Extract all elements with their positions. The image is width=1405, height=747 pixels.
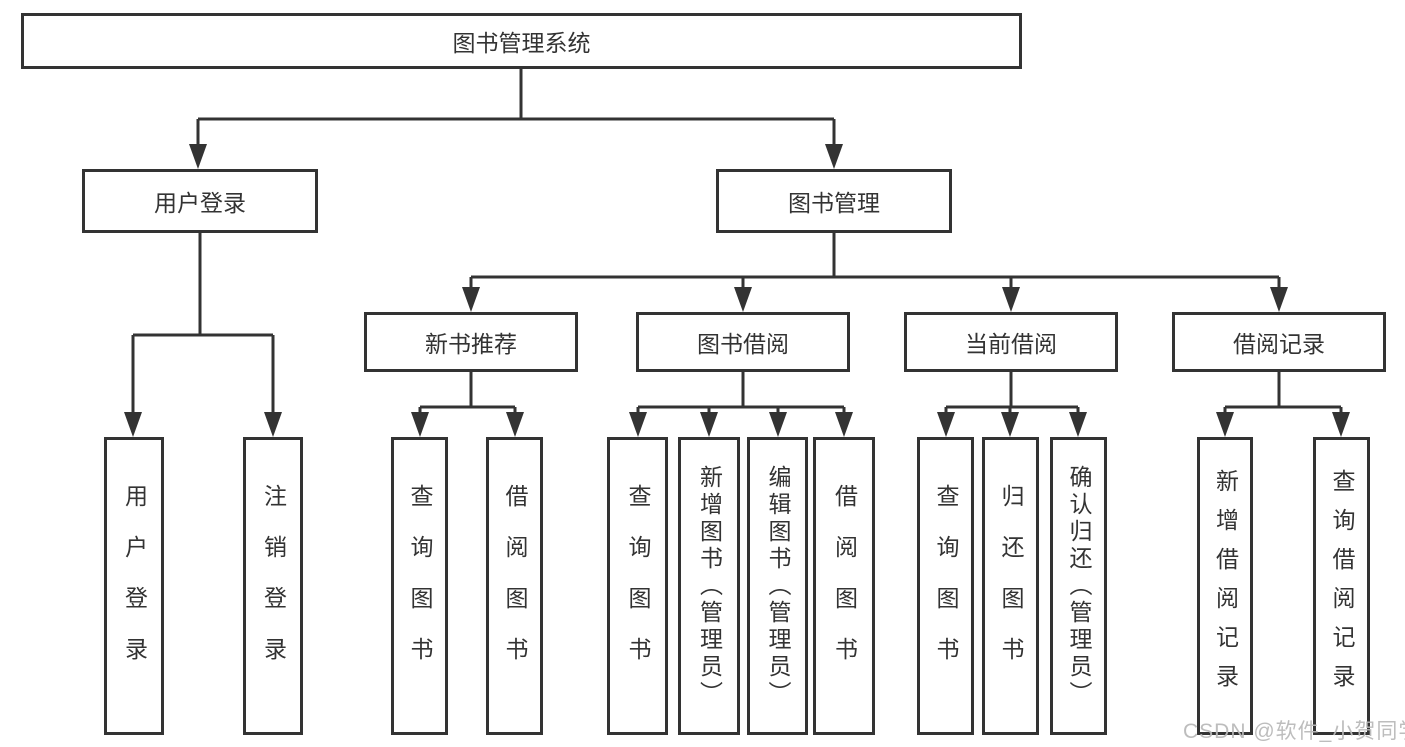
node-label: 图书管理系统: [452, 30, 591, 56]
node-label: 归还图书: [998, 484, 1024, 688]
arrowhead-icon: [1270, 287, 1288, 312]
arrowhead-icon: [1001, 412, 1019, 437]
leaf-return-books: 归还图书: [982, 437, 1039, 735]
connector-root-to-level2: [196, 69, 836, 146]
leaf-query-borrow-record: 查询借阅记录: [1313, 437, 1370, 735]
node-label: 注销登录: [260, 484, 287, 688]
arrowhead-icon: [629, 412, 647, 437]
node-label: 查询图书: [933, 484, 959, 688]
node-label: 借阅图书: [831, 484, 858, 688]
node-library-management-system: 图书管理系统: [21, 13, 1022, 69]
arrowhead-icon: [264, 412, 282, 437]
node-new-book-recommendation: 新书推荐: [364, 312, 578, 372]
node-borrowing-records: 借阅记录: [1172, 312, 1386, 372]
csdn-watermark: CSDN @软件_小贺同学: [1183, 720, 1405, 743]
node-label: 借阅图书: [502, 484, 528, 688]
leaf-query-books-recommend: 查询图书: [391, 437, 448, 735]
connector-current-borrow-to-leaves: [944, 372, 1080, 414]
arrowhead-icon: [1069, 412, 1087, 437]
connector-user-login-to-leaves: [131, 233, 275, 414]
arrowhead-icon: [506, 412, 524, 437]
leaf-borrow-books-borrowing: 借阅图书: [813, 437, 875, 735]
node-book-management: 图书管理: [716, 169, 952, 233]
leaf-logout: 注销登录: [243, 437, 303, 735]
arrowhead-icon: [1216, 412, 1234, 437]
arrowhead-icon: [1002, 287, 1020, 312]
node-label: 新增借阅记录: [1212, 469, 1239, 703]
node-label: 查询图书: [407, 484, 433, 688]
leaf-query-books-borrowing: 查询图书: [607, 437, 668, 735]
leaf-borrow-books-recommend: 借阅图书: [486, 437, 543, 735]
leaf-query-books-current: 查询图书: [917, 437, 974, 735]
leaf-confirm-return-admin: 确认归还（管理员）: [1050, 437, 1107, 735]
connector-book-borrow-to-leaves: [636, 372, 846, 414]
node-user-login: 用户登录: [82, 169, 318, 233]
arrowhead-icon: [411, 412, 429, 437]
arrowhead-icon: [1332, 412, 1350, 437]
arrowheads: [124, 144, 1350, 437]
node-label: 借阅记录: [1233, 331, 1325, 357]
node-label: 图书借阅: [697, 331, 789, 357]
node-label: 当前借阅: [965, 331, 1057, 357]
arrowhead-icon: [825, 144, 843, 169]
node-label: 图书管理: [788, 190, 880, 216]
connector-new-book-to-leaves: [418, 372, 517, 414]
node-current-borrowing: 当前借阅: [904, 312, 1118, 372]
node-label: 确认归还（管理员）: [1066, 464, 1092, 708]
node-book-borrowing: 图书借阅: [636, 312, 850, 372]
node-label: 新增图书（管理员）: [696, 464, 723, 708]
node-label: 查询借阅记录: [1329, 469, 1355, 703]
arrowhead-icon: [835, 412, 853, 437]
node-label: 新书推荐: [425, 331, 517, 357]
arrowhead-icon: [937, 412, 955, 437]
node-label: 用户登录: [154, 190, 246, 216]
node-label: 编辑图书（管理员）: [765, 464, 791, 708]
arrowhead-icon: [124, 412, 142, 437]
leaf-add-borrow-record: 新增借阅记录: [1197, 437, 1253, 735]
arrowhead-icon: [462, 287, 480, 312]
leaf-add-books-admin: 新增图书（管理员）: [678, 437, 740, 735]
node-label: 用户登录: [121, 484, 148, 688]
leaf-edit-books-admin: 编辑图书（管理员）: [747, 437, 808, 735]
connector-borrow-record-to-leaves: [1223, 372, 1343, 414]
leaf-user-login: 用户登录: [104, 437, 164, 735]
arrowhead-icon: [769, 412, 787, 437]
node-label: 查询图书: [625, 484, 651, 688]
arrowhead-icon: [189, 144, 207, 169]
arrowhead-icon: [700, 412, 718, 437]
arrowhead-icon: [734, 287, 752, 312]
connector-book-management-to-level3: [469, 233, 1281, 289]
